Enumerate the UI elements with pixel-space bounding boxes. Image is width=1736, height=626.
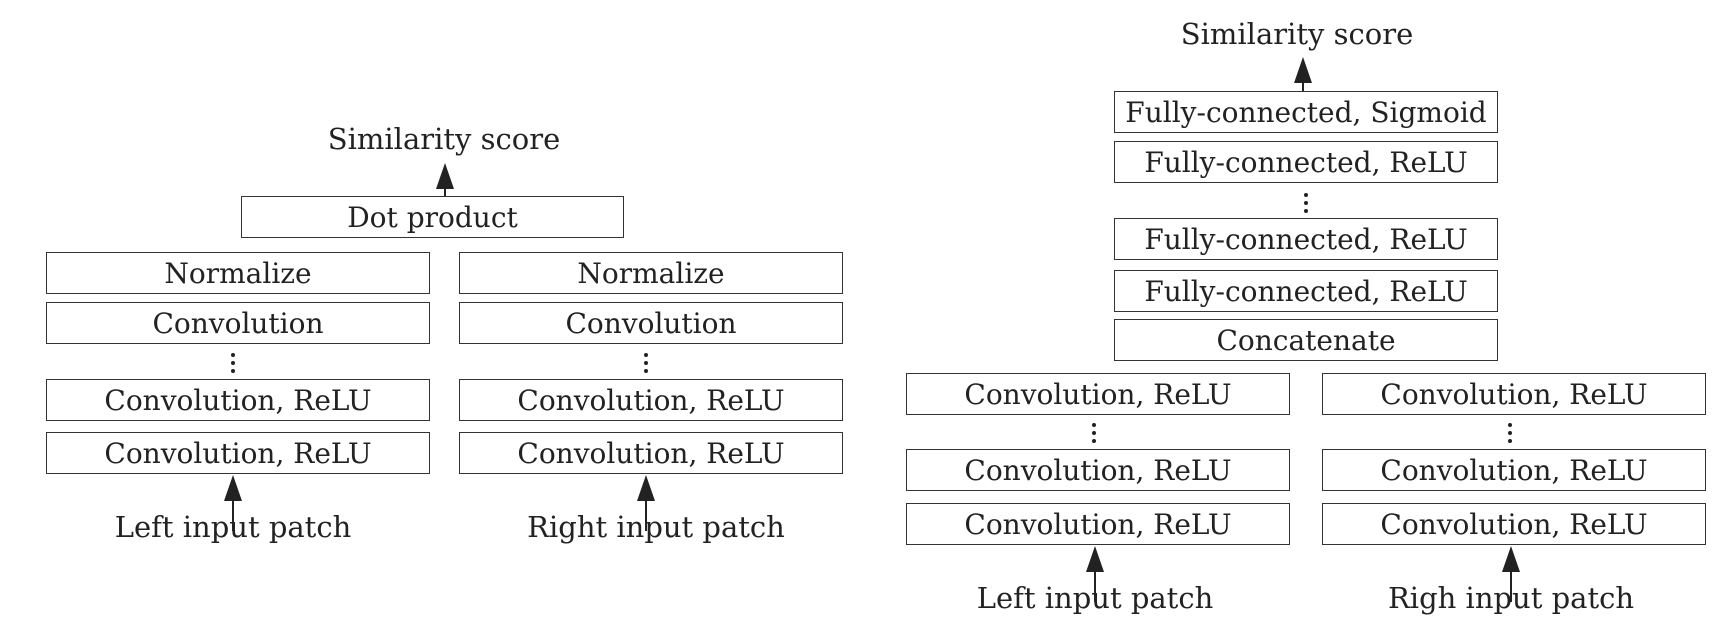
fc-sigmoid-box: Fully-connected, Sigmoid: [1114, 91, 1498, 133]
left-branch-convolution-box: Convolution: [46, 302, 430, 344]
right-input-patch-label: Right input patch: [527, 510, 785, 544]
left-branch-conv-relu-box: Convolution, ReLU: [906, 449, 1290, 491]
right-branch-conv-relu-box: Convolution, ReLU: [459, 379, 843, 421]
right-branch-convolution-box: Convolution: [459, 302, 843, 344]
left-branch-conv-relu-box: Convolution, ReLU: [906, 503, 1290, 545]
right-branch-conv-relu-box: Convolution, ReLU: [1322, 503, 1706, 545]
fc-relu-box: Fully-connected, ReLU: [1114, 218, 1498, 260]
left-model-dot-product-box: Dot product: [241, 196, 624, 238]
right-branch-conv-relu-box: Convolution, ReLU: [1322, 373, 1706, 415]
left-input-patch-label: Left input patch: [976, 581, 1214, 615]
left-branch-conv-relu-box: Convolution, ReLU: [46, 379, 430, 421]
left-branch-conv-relu-box: Convolution, ReLU: [46, 432, 430, 474]
left-branch-conv-relu-box: Convolution, ReLU: [906, 373, 1290, 415]
left-branch-normalize-box: Normalize: [46, 252, 430, 294]
right-model-output-label: Similarity score: [1180, 17, 1414, 51]
concatenate-box: Concatenate: [1114, 319, 1498, 361]
right-branch-normalize-box: Normalize: [459, 252, 843, 294]
right-branch-conv-relu-box: Convolution, ReLU: [1322, 449, 1706, 491]
right-input-patch-label: Righ input patch: [1387, 581, 1635, 615]
right-branch-conv-relu-box: Convolution, ReLU: [459, 432, 843, 474]
left-input-patch-label: Left input patch: [114, 510, 352, 544]
fc-relu-box: Fully-connected, ReLU: [1114, 270, 1498, 312]
left-model-output-label: Similarity score: [327, 122, 561, 156]
fc-relu-box: Fully-connected, ReLU: [1114, 141, 1498, 183]
